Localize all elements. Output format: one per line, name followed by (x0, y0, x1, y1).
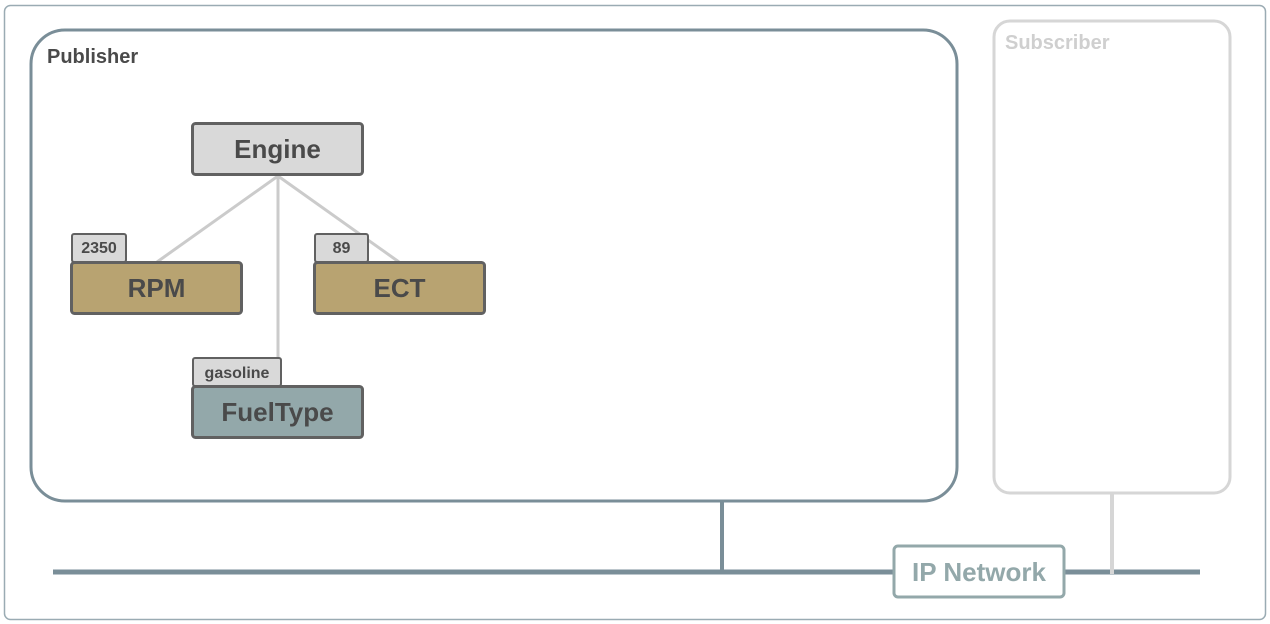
ip-network-label: IP Network (912, 557, 1046, 587)
engine-label: Engine (234, 134, 321, 164)
rpm-box (70, 261, 243, 315)
fueltype-label: FuelType (221, 397, 333, 427)
ect-value: 89 (333, 240, 351, 257)
fueltype-value: gasoline (205, 365, 270, 382)
rpm-label: RPM (128, 273, 186, 303)
ip-network-node[interactable]: IP Network (892, 544, 1066, 599)
edge-engine-rpm (156, 174, 279, 264)
engine-box (191, 122, 364, 176)
edge-engine-ect (277, 174, 400, 264)
subscriber-frame (992, 19, 1232, 495)
fueltype-box (191, 385, 364, 439)
subscriber-container: Subscriber (992, 19, 1232, 495)
engine-node[interactable]: Engine (191, 122, 364, 176)
ect-label: ECT (374, 273, 426, 303)
ect-node[interactable]: 89 ECT (313, 233, 486, 315)
subscriber-label: Subscriber (1005, 32, 1110, 54)
ip-network-box (892, 544, 1066, 599)
tree-edges (156, 174, 400, 358)
publisher-label: Publisher (47, 46, 138, 68)
fueltype-node[interactable]: gasoline FuelType (191, 357, 364, 439)
rpm-value: 2350 (81, 240, 117, 257)
ect-box (313, 261, 486, 315)
rpm-node[interactable]: 2350 RPM (70, 233, 243, 315)
